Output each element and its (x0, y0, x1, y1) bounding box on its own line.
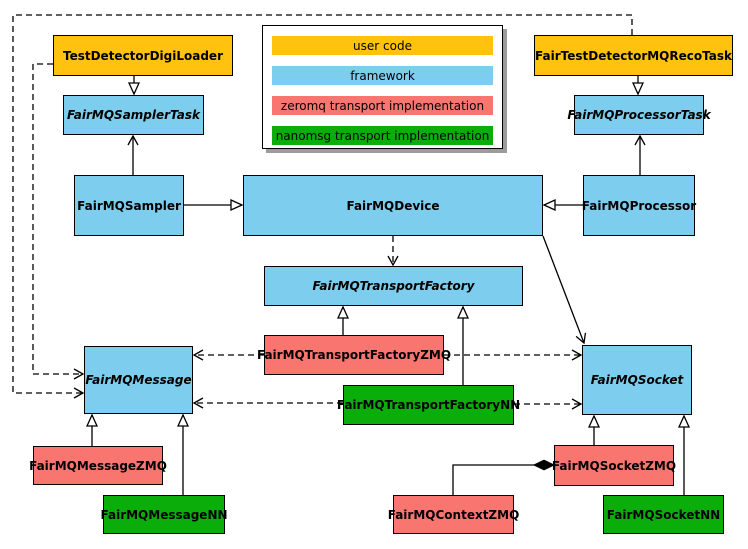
class-box-fairmqsamplertask: FairMQSamplerTask (63, 95, 204, 135)
class-box-fairmqmessage: FairMQMessage (84, 346, 193, 414)
class-box-fairmqdevice: FairMQDevice (243, 175, 543, 236)
class-box-fairmqcontextzmq: FairMQContextZMQ (388, 495, 519, 534)
class-box-fairmqprocessortask: FairMQProcessorTask (567, 95, 711, 135)
legend-nanomsg-transport: nanomsg transport implementation (272, 126, 493, 145)
legend-framework: framework (272, 66, 493, 85)
class-box-fairmqsocket: FairMQSocket (582, 345, 692, 415)
class-box-fairmqmessagezmq: FairMQMessageZMQ (29, 446, 167, 485)
class-box-fairmqsocketzmq: FairMQSocketZMQ (552, 445, 676, 486)
class-box-testdetectordigiloader: TestDetectorDigiLoader (53, 35, 233, 76)
class-box-fairmqtransportfactoryzmq: FairMQTransportFactoryZMQ (257, 335, 451, 375)
class-box-fairmqtransportfactorynn: FairMQTransportFactoryNN (337, 385, 520, 425)
class-box-fairmqsampler: FairMQSampler (74, 175, 184, 236)
class-box-fairmqtransportfactory: FairMQTransportFactory (264, 266, 523, 306)
legend-user-code: user code (272, 36, 493, 55)
class-box-fairtestdetectormqrecotask: FairTestDetectorMQRecoTask (534, 35, 733, 76)
legend-zeromq-transport: zeromq transport implementation (272, 96, 493, 115)
edge-device-uses-socket (542, 235, 587, 345)
edge-contextzmq-composed-in-socketzmq (452, 465, 554, 495)
class-box-fairmqmessagenn: FairMQMessageNN (100, 495, 228, 534)
class-box-fairmqsocketnn: FairMQSocketNN (603, 495, 724, 534)
legend-box: user code framework zeromq transport imp… (262, 25, 503, 149)
class-box-fairmqprocessor: FairMQProcessor (582, 175, 696, 236)
